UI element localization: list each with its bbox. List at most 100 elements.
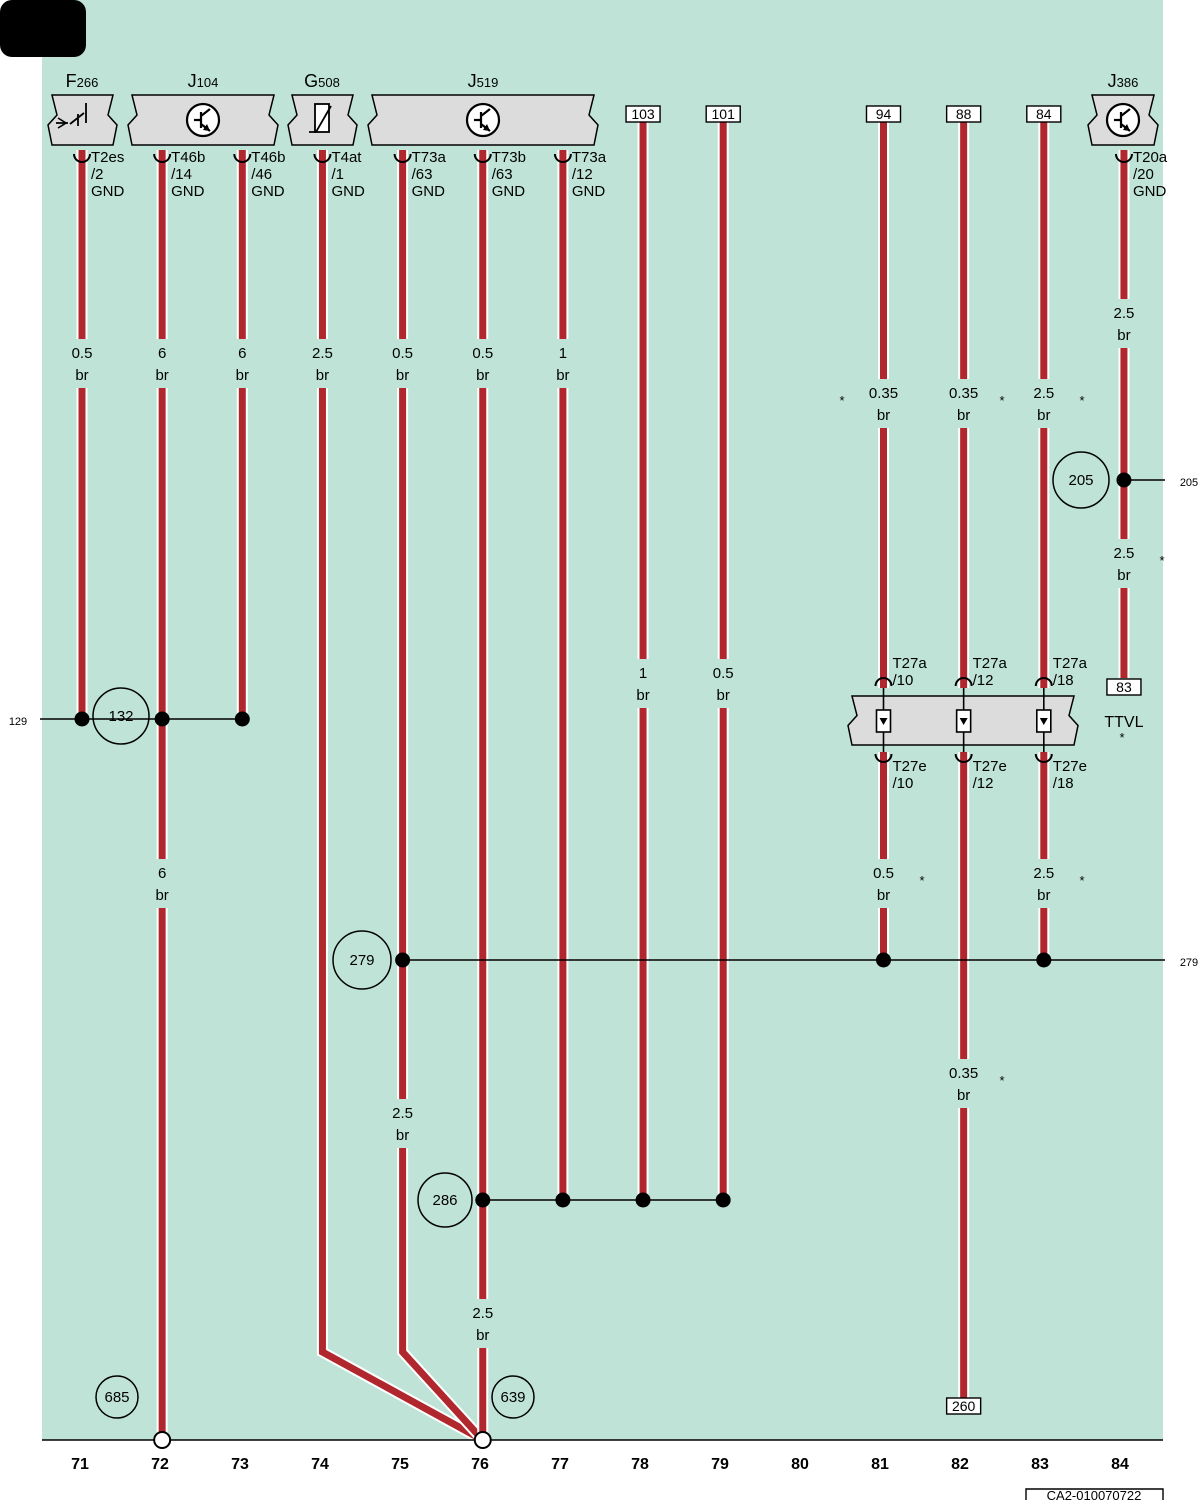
wire-ref-box [865,105,902,123]
footnote-asterisk: * [1119,730,1124,745]
wire-spec-gap [382,1099,423,1148]
wire-color-label: br [1117,327,1130,344]
wire-spec-gap [302,339,343,388]
connector-contact-mark [959,718,968,725]
track-number: 84 [1111,1456,1129,1473]
connector-pin-icon [874,677,893,687]
wire-spec-gap [1103,299,1144,348]
track-number: 78 [631,1456,649,1473]
pin-label: GND [492,183,526,200]
footnote-asterisk: * [1159,553,1164,568]
wire-size-label: 2.5 [392,1105,413,1122]
track-number: 74 [311,1456,329,1473]
wire-spec-gap [1023,379,1064,428]
ground-point-286 [417,1172,473,1228]
track-number: 81 [871,1456,889,1473]
transistor-icon-arrow [203,124,210,131]
component-f266 [47,94,118,146]
junction-dot [154,711,170,727]
pressure-switch-arrow [57,117,68,129]
wire-spec-gap [623,659,664,708]
pin-label: /2 [91,166,104,183]
wire-ref-number: 83 [1116,679,1132,695]
wire-ref-box [945,1397,982,1415]
wire-74 [318,150,485,1444]
page-tab [0,0,86,57]
wire-spec-gap [62,339,102,388]
wire-color-label: br [155,887,168,904]
ground-point-label: 205 [1068,472,1093,489]
wire-size-label: 0.5 [873,865,894,882]
connector-contact-mark [1039,718,1048,725]
transistor-icon-arrow [1123,124,1130,131]
connector-pin-label: /10 [893,672,914,689]
junction-dot [635,1192,651,1208]
connector-pin-label: T27a [973,655,1008,672]
ground-point-label: 685 [104,1389,129,1406]
ground-point-label: 639 [500,1389,525,1406]
ground-point-label: 286 [432,1192,457,1209]
connector-pin-label: T27e [893,758,927,775]
wire-ref-box [1106,678,1142,696]
connector-pin-icon [313,153,332,163]
junction-dot [395,952,411,968]
transistor-icon [465,102,501,138]
wire-spec-gap [703,659,744,708]
wire-spec-gap [542,339,583,388]
footnote-asterisk: * [999,393,1004,408]
wire-spec-gap [222,339,263,388]
wire-color-label: br [396,1127,409,1144]
pin-label: /63 [492,166,513,183]
junction-dot [555,1192,571,1208]
pin-label: GND [91,183,125,200]
wire-size-label: 2.5 [472,1305,493,1322]
wire-spec-gap [863,859,904,908]
connector-pin-icon [393,153,412,163]
wire-ref-box [945,105,982,123]
wire-color-label: br [957,407,970,424]
wire-ref-box [1026,105,1062,123]
wire-color-label: br [877,887,890,904]
footnote-asterisk: * [1079,393,1084,408]
ground-point-639 [491,1375,535,1419]
track-number: 73 [231,1456,249,1473]
sensor-icon [314,103,330,133]
wire-color-label: br [476,1327,489,1344]
sensor-slash [309,105,332,133]
wire-size-label: 1 [559,345,567,362]
ground-point-label: 132 [108,708,133,725]
ground-point-132 [92,687,150,745]
component-label-g508: G508 [304,71,340,91]
connector-pin-icon [954,677,973,687]
wire-color-label: br [155,367,168,384]
junction-dot [1036,952,1052,968]
wire-ref-box [705,105,741,123]
connector-pin-icon [874,753,893,763]
wire-ref-box [625,105,661,123]
component-label-j104: J104 [188,71,219,91]
wire-spec-gap [1103,539,1144,588]
pin-label: T46b [171,149,205,166]
wire-size-label: 6 [158,865,166,882]
connector-pin-icon [1034,677,1053,687]
track-number: 79 [711,1456,729,1473]
wire-color-label: br [236,367,249,384]
pin-label: GND [412,183,446,200]
ground-point-279 [332,930,392,990]
wire-color-label: br [717,687,730,704]
wire-spec-gap [462,339,503,388]
wire-color-label: br [75,367,88,384]
pin-label: GND [1133,183,1167,200]
wire-size-label: 2.5 [312,345,333,362]
footnote-asterisk: * [1079,873,1084,888]
pin-label: /63 [412,166,433,183]
junction-dot [715,1192,731,1208]
wire-ref-number: 94 [876,106,892,122]
wire-color-label: br [957,1087,970,1104]
wire-color-label: br [1117,567,1130,584]
ground-terminal [473,1431,492,1449]
ttvl-label: TTVL [1104,714,1143,731]
track-number: 77 [551,1456,569,1473]
wire-size-label: 2.5 [1114,545,1135,562]
